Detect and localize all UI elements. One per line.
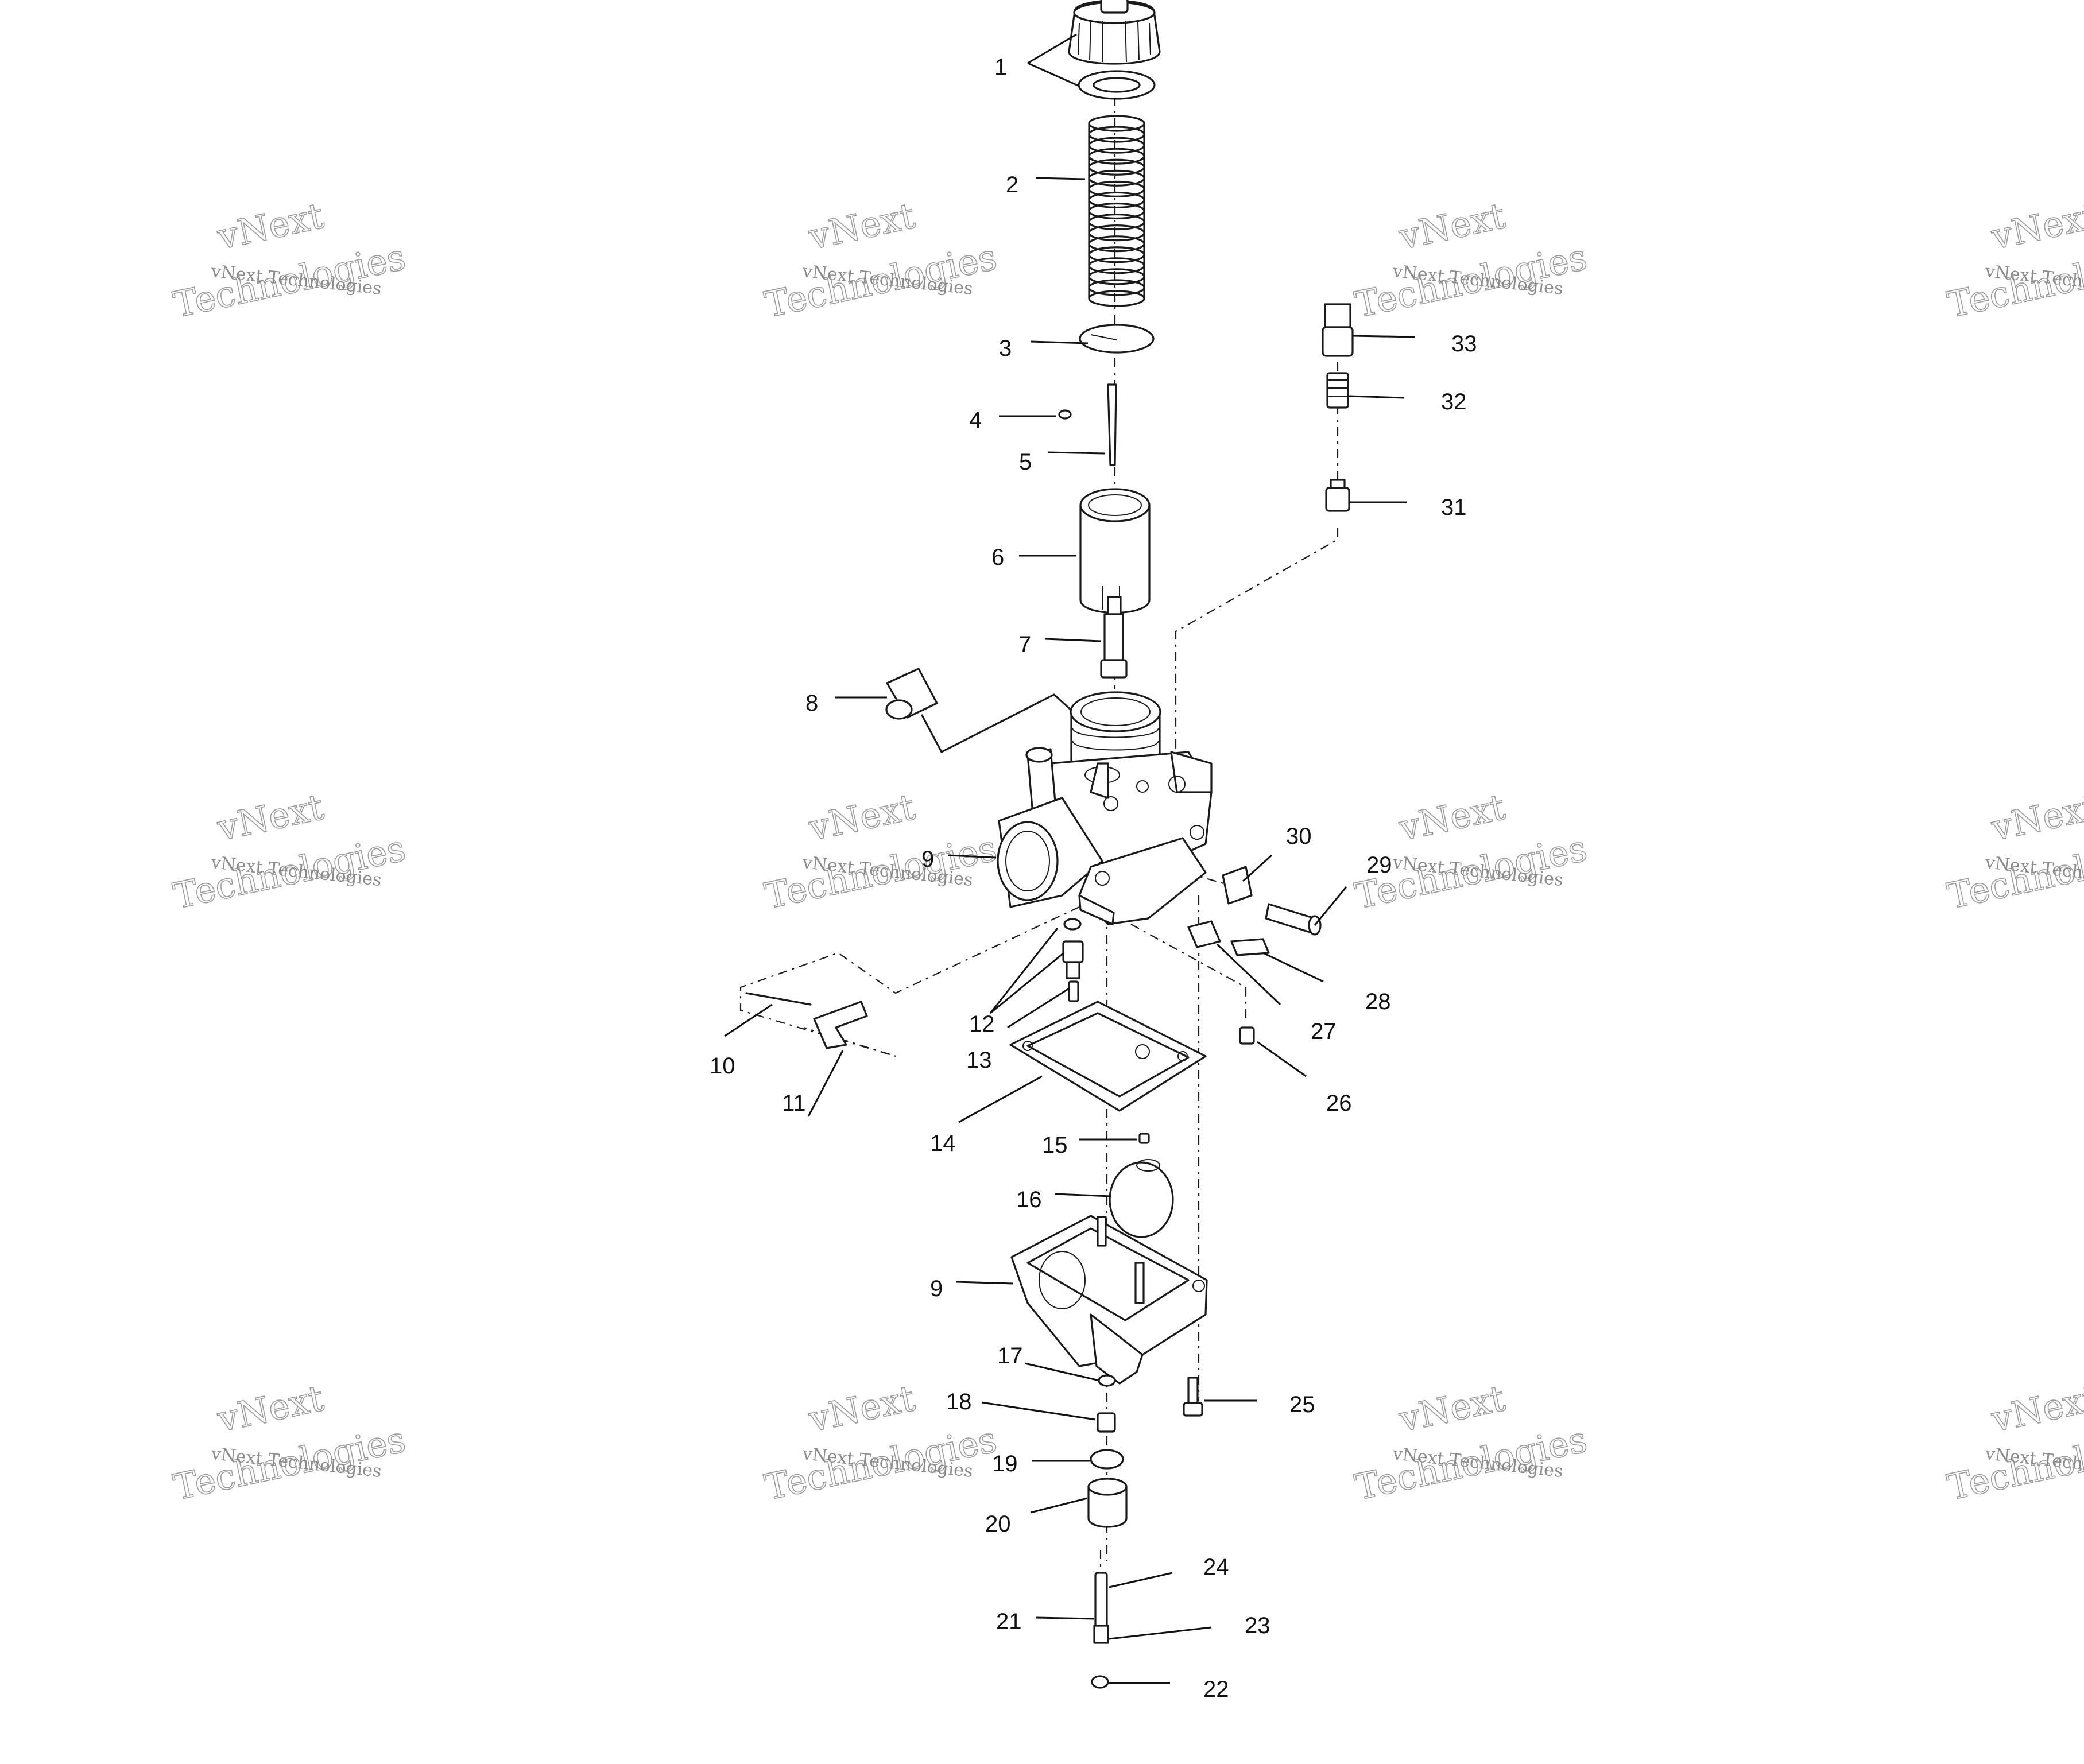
svg-text:vNext: vNext	[805, 195, 919, 258]
callout-3: 3	[999, 336, 1012, 361]
callout-29: 29	[1366, 852, 1392, 878]
callout-9b: 9	[930, 1276, 943, 1301]
svg-text:vNext: vNext	[214, 1377, 327, 1440]
svg-text:vNext: vNext	[214, 195, 327, 258]
callout-16: 16	[1016, 1187, 1042, 1212]
part-1-cap	[1068, 0, 1161, 100]
callout-31: 31	[1441, 495, 1467, 520]
svg-text:vNext: vNext	[1395, 1377, 1509, 1440]
svg-text:vNext: vNext	[214, 786, 327, 849]
part-17-20-drain	[1087, 1374, 1128, 1528]
callout-21: 21	[996, 1609, 1022, 1634]
callout-7: 7	[1018, 632, 1031, 657]
callout-9a: 9	[921, 847, 934, 872]
spring-coil	[1088, 290, 1145, 307]
svg-text:vNext: vNext	[1988, 786, 2084, 849]
part-25-screw	[1183, 1377, 1203, 1417]
callout-10: 10	[710, 1053, 735, 1079]
callout-33: 33	[1451, 331, 1477, 356]
part-15-16-float	[1109, 1133, 1174, 1238]
callout-6: 6	[991, 545, 1004, 570]
callout-14: 14	[930, 1131, 956, 1156]
part-12-13-jets	[1062, 918, 1084, 1002]
callout-26: 26	[1326, 1091, 1352, 1116]
callout-27: 27	[1311, 1019, 1337, 1044]
callout-28: 28	[1365, 989, 1391, 1014]
callout-22: 22	[1203, 1677, 1229, 1702]
callout-1: 1	[994, 55, 1007, 80]
svg-text:vNext: vNext	[805, 1377, 919, 1440]
part-21-24-main-jet	[1091, 1550, 1109, 1689]
callout-24: 24	[1203, 1554, 1229, 1580]
part-26-30-adjusters	[1187, 866, 1322, 1045]
part-6-slide	[1079, 488, 1151, 614]
callout-17: 17	[997, 1343, 1023, 1368]
svg-text:vNext: vNext	[805, 786, 919, 849]
part-3-plate	[1079, 324, 1155, 354]
callout-19: 19	[992, 1451, 1018, 1476]
part-5-needle	[1107, 383, 1117, 466]
callout-4: 4	[969, 408, 982, 433]
part-9-float-bowl	[1010, 1215, 1208, 1385]
part-14-gasket	[1009, 1001, 1207, 1112]
part-31-33-fitting	[1322, 303, 1354, 512]
part-9-carburetor-body	[997, 691, 1213, 925]
part-2-spring	[1088, 115, 1145, 307]
callout-11: 11	[782, 1091, 806, 1116]
callout-13: 13	[966, 1048, 992, 1073]
callout-23: 23	[1245, 1613, 1270, 1638]
callout-2: 2	[1006, 172, 1018, 197]
part-4-clip	[1058, 409, 1072, 420]
callout-25: 25	[1289, 1392, 1315, 1417]
svg-text:vNext: vNext	[1395, 786, 1509, 849]
part-10-11-pin-and-clip	[745, 992, 868, 1049]
leader-lines	[724, 33, 1416, 1684]
svg-text:vNext: vNext	[1395, 195, 1509, 258]
callout-15: 15	[1042, 1133, 1068, 1158]
callout-18: 18	[946, 1389, 972, 1414]
callout-5: 5	[1019, 449, 1032, 475]
callout-30: 30	[1286, 824, 1312, 849]
part-7-needle-jet	[1100, 596, 1128, 679]
part-8-cap	[885, 668, 1080, 753]
callout-numbers: 1 2 3 4 5 6 7 8 9 9 10 11 12 13 14 15 16…	[710, 55, 1477, 1702]
svg-text:vNext: vNext	[1988, 1377, 2084, 1440]
callout-20: 20	[985, 1511, 1011, 1537]
callout-12: 12	[969, 1011, 995, 1037]
svg-text:vNext: vNext	[1988, 195, 2084, 258]
callout-32: 32	[1441, 389, 1467, 414]
callout-8: 8	[805, 691, 818, 716]
